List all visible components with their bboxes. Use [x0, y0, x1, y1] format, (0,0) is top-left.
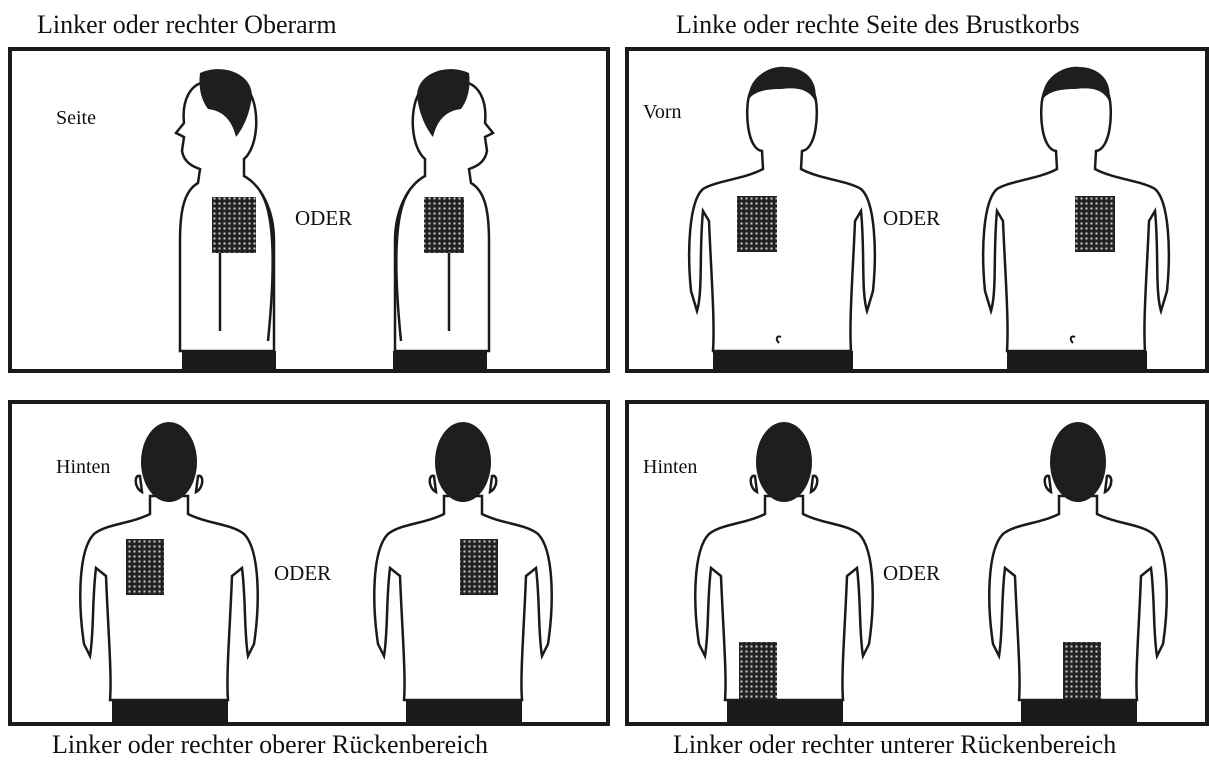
patch-icon: [737, 196, 777, 252]
panel-chest: Vorn ODER: [625, 47, 1209, 373]
patch-icon: [460, 539, 498, 595]
patch-icon: [212, 197, 256, 253]
patch-icon: [126, 539, 164, 595]
front-figure-icon: [689, 67, 875, 369]
back-figures: [12, 404, 606, 722]
patch-icon: [1075, 196, 1115, 252]
patch-icon: [1063, 642, 1101, 700]
panel-lower-back: Hinten ODER: [625, 400, 1209, 726]
back-figure-icon: [695, 422, 872, 722]
back-figures: [629, 404, 1205, 722]
patch-icon: [739, 642, 777, 700]
patch-icon: [424, 197, 464, 253]
side-figures: [12, 51, 606, 369]
caption-upper-back: Linker oder rechter oberer Rückenbereich: [52, 730, 488, 760]
caption-lower-back: Linker oder rechter unterer Rückenbereic…: [673, 730, 1116, 760]
front-figures: [629, 51, 1205, 369]
panel-upper-arm: Seite ODER: [8, 47, 610, 373]
caption-upper-arm: Linker oder rechter Oberarm: [37, 10, 337, 40]
caption-chest: Linke oder rechte Seite des Brustkorbs: [676, 10, 1080, 40]
back-figure-icon: [80, 422, 257, 722]
panel-upper-back: Hinten ODER: [8, 400, 610, 726]
